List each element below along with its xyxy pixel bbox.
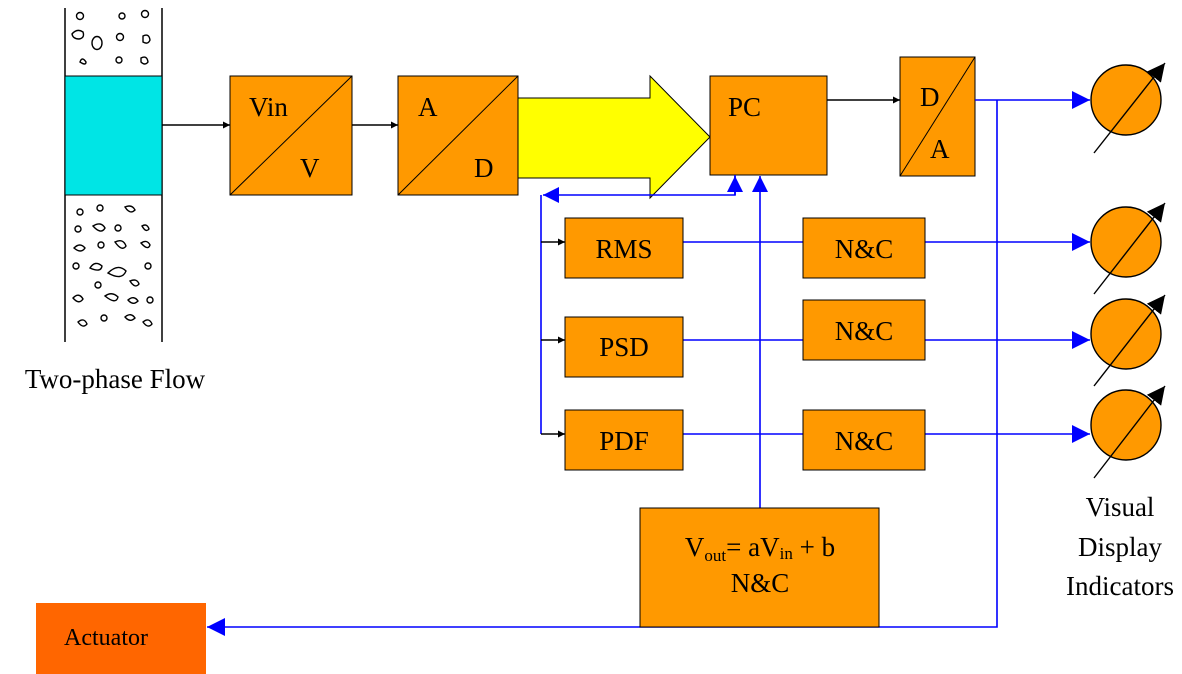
- voltage-converter-block: Vin V: [229, 75, 353, 196]
- nc-label-rms: N&C: [835, 234, 894, 264]
- actuator-label: Actuator: [64, 625, 148, 651]
- indicators-caption-line2: Display: [1078, 532, 1162, 562]
- ad-converter-bottom: D: [474, 153, 494, 183]
- gauge-4: [1090, 385, 1166, 479]
- indicators-caption-line3: Indicators: [1066, 571, 1174, 601]
- rms-block: [564, 217, 684, 279]
- pc-block: PC: [709, 75, 828, 176]
- pc-label: PC: [728, 92, 761, 122]
- gauge-needle-icon: [1093, 294, 1166, 387]
- wire-da-to-actuator: [207, 100, 998, 636]
- analysis-row-pdf: PDF N&C: [564, 409, 1090, 471]
- gauge-3: [1090, 294, 1166, 387]
- analysis-row-rms: RMS N&C: [564, 217, 1090, 279]
- rms-label: RMS: [595, 234, 652, 264]
- digital-bus-arrow: [517, 74, 711, 200]
- ad-converter-block: A D: [397, 75, 519, 196]
- psd-label: PSD: [599, 332, 649, 362]
- two-phase-pipe: [64, 8, 163, 342]
- psd-block: [564, 316, 684, 378]
- calibration-equation: Vout= aVin + b: [685, 532, 835, 565]
- gauge-needle-icon: [1093, 202, 1166, 295]
- voltage-converter-bottom: V: [300, 153, 320, 183]
- voltage-converter-top: Vin: [249, 92, 288, 122]
- analysis-row-psd: PSD N&C: [564, 299, 1090, 378]
- calibration-block: Vout= aVin + b N&C: [639, 507, 880, 628]
- gauge-2: [1090, 202, 1166, 295]
- nc-block-pdf: [802, 409, 926, 471]
- pdf-label: PDF: [599, 426, 649, 456]
- nc-block-rms: [802, 217, 926, 279]
- gauge-1: [1090, 62, 1166, 154]
- calibration-line2: N&C: [731, 568, 790, 598]
- nc-block-psd: [802, 299, 926, 361]
- actuator-block: Actuator: [36, 603, 206, 674]
- ad-converter-top: A: [418, 92, 438, 122]
- nc-label-pdf: N&C: [835, 426, 894, 456]
- nc-label-psd: N&C: [835, 316, 894, 346]
- indicators-caption-line1: Visual: [1086, 492, 1155, 522]
- pdf-block: [564, 409, 684, 471]
- da-converter-bottom: A: [930, 134, 950, 164]
- gas-bubbles-top: [71, 9, 151, 65]
- gauge-needle-icon: [1093, 62, 1166, 154]
- gauge-needle-icon: [1093, 385, 1166, 479]
- gas-bubbles-bottom: [72, 204, 154, 327]
- da-converter-top: D: [920, 82, 940, 112]
- liquid-slug: [64, 75, 163, 196]
- da-converter-block: D A: [899, 56, 976, 177]
- pipe-caption: Two-phase Flow: [25, 364, 206, 394]
